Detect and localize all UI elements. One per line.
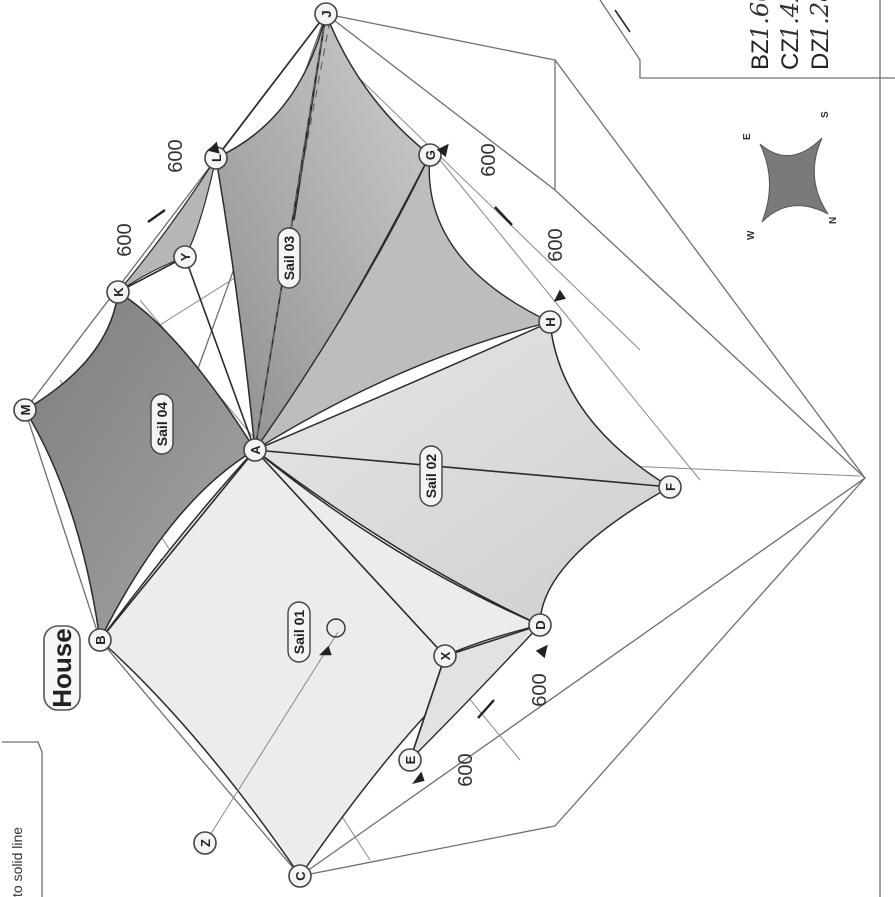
svg-text:Z: Z [198, 839, 213, 847]
left-tab-label: to solid line [9, 827, 25, 897]
point-z: Z [193, 831, 217, 855]
sail-03-label: Sail 03 [277, 227, 301, 289]
svg-text:F: F [663, 483, 678, 491]
point-y: Y [173, 245, 197, 269]
compass: S E N W [742, 111, 839, 240]
note-row-3-value: 1.285... [806, 0, 834, 40]
inset-arrow [614, 9, 631, 33]
sail-04-surface [23, 290, 257, 643]
svg-text:Sail 02: Sail 02 [423, 454, 439, 499]
dimension-arrows [147, 141, 566, 784]
svg-text:H: H [543, 317, 558, 326]
svg-text:A: A [248, 445, 263, 455]
dim-600-5: 600 [529, 673, 551, 706]
note-row-1-key: BZ [747, 39, 774, 70]
inset-box [599, 0, 895, 79]
notes-table: BZ 1.600... CZ 1.420... DZ 1.285... EX F… [746, 0, 834, 70]
point-c: C [288, 864, 312, 888]
svg-text:Sail 01: Sail 01 [291, 610, 307, 655]
house-label: House [43, 625, 81, 711]
note-row-3-key: DZ [807, 38, 834, 70]
svg-text:E: E [403, 755, 418, 764]
dim-600-2: 600 [165, 139, 187, 172]
compass-e: E [742, 133, 753, 140]
svg-text:B: B [93, 635, 108, 644]
point-k: K [106, 280, 130, 304]
point-e: E [398, 748, 422, 772]
point-x: X [433, 644, 457, 668]
svg-text:Y: Y [178, 252, 193, 261]
svg-text:X: X [438, 651, 453, 660]
ridge-lines [99, 13, 671, 844]
point-b: B [88, 628, 112, 652]
point-j: J [314, 2, 338, 26]
svg-text:J: J [319, 10, 334, 17]
compass-s: S [820, 111, 831, 118]
sail-01-label: Sail 01 [287, 601, 311, 663]
svg-text:C: C [293, 871, 308, 881]
point-a: A [243, 438, 267, 462]
svg-text:Sail 03: Sail 03 [281, 236, 297, 281]
svg-text:M: M [18, 405, 33, 416]
left-tab: to solid line [2, 741, 43, 897]
point-g: G [418, 143, 442, 167]
sail-03b-surface [254, 154, 553, 451]
svg-text:House: House [47, 628, 77, 707]
svg-text:L: L [209, 154, 224, 162]
sail-04-label: Sail 04 [150, 393, 174, 455]
compass-star-icon [759, 137, 829, 223]
svg-text:Sail 04: Sail 04 [154, 402, 170, 447]
note-row-2-value: 1.420... [776, 0, 804, 40]
svg-text:G: G [423, 150, 438, 160]
note-row-2-key: CZ [777, 38, 804, 70]
dim-600-6: 600 [455, 753, 477, 786]
dim-600-4: 600 [545, 228, 567, 261]
svg-text:D: D [533, 620, 548, 629]
point-m: M [13, 398, 37, 422]
dim-600-3: 600 [478, 143, 500, 176]
point-d: D [528, 613, 552, 637]
note-row-1-value: 1.600... [746, 0, 774, 40]
sail-02-label: Sail 02 [419, 445, 443, 507]
point-f: F [658, 475, 682, 499]
compass-w: W [746, 230, 757, 240]
marker-circle [326, 618, 346, 638]
dim-600-1: 600 [114, 223, 136, 256]
compass-n: N [828, 217, 839, 224]
point-h: H [538, 310, 562, 334]
svg-text:K: K [111, 287, 126, 297]
sail-ky-surface [117, 157, 217, 293]
